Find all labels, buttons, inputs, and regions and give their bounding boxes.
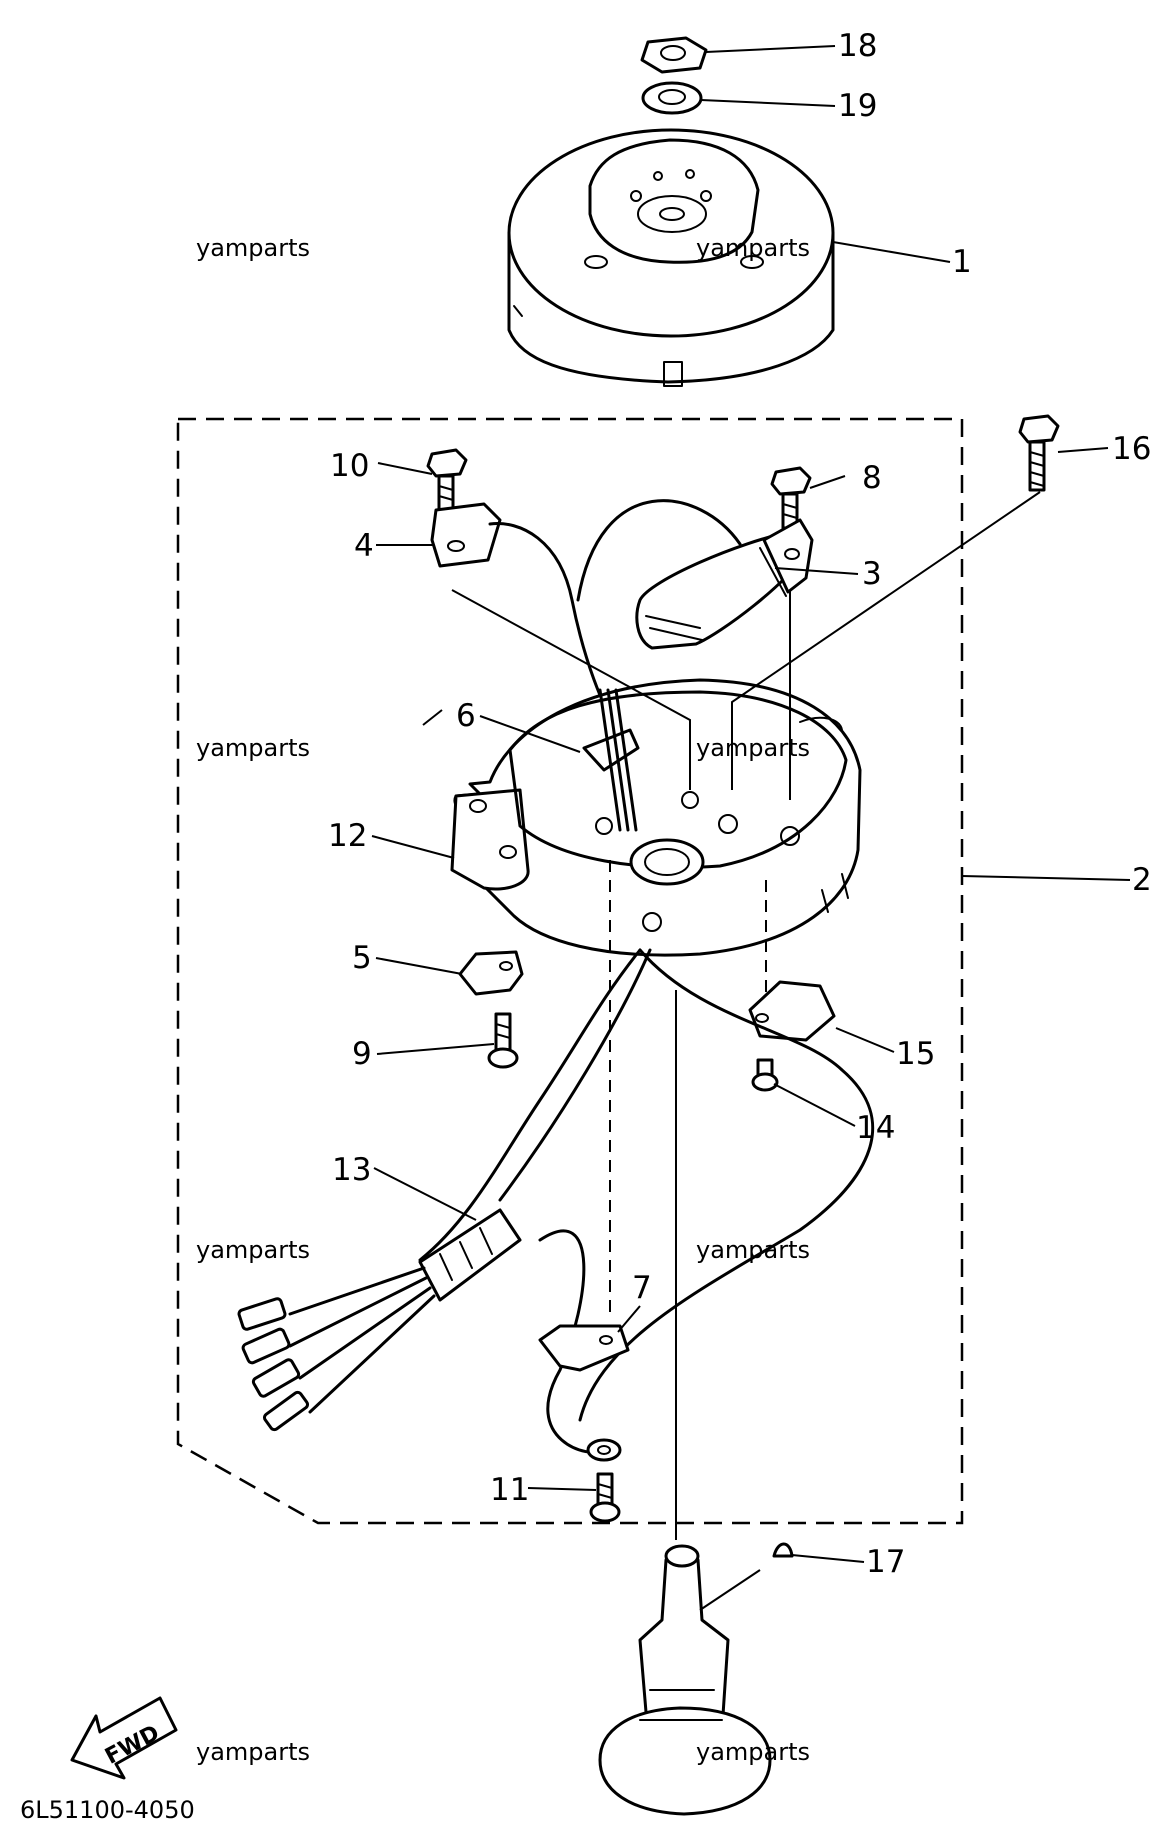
part-4-clamp[interactable] (430, 502, 502, 568)
callout-11: 11 (490, 1472, 529, 1508)
watermark-text: yamparts (696, 734, 810, 762)
part-1-flywheel[interactable] (507, 128, 835, 387)
part-15-clamp[interactable] (748, 980, 836, 1042)
part-11-screw[interactable] (589, 1472, 621, 1523)
watermark-text: yamparts (196, 234, 310, 262)
part-17-woodruff-key[interactable] (772, 1542, 794, 1558)
callout-13: 13 (332, 1152, 371, 1188)
callout-16: 16 (1112, 431, 1151, 467)
part-9-screw[interactable] (487, 1012, 519, 1069)
callout-15: 15 (896, 1036, 935, 1072)
part-10-screw[interactable] (426, 448, 468, 512)
callout-12: 12 (328, 818, 367, 854)
callout-6: 6 (456, 698, 476, 734)
part-7-bracket[interactable] (538, 1324, 630, 1372)
wire-ground (578, 948, 875, 1422)
part-3-pulser-coil[interactable] (635, 518, 814, 650)
part-12-leader (422, 709, 443, 726)
callout-leaders (371, 45, 1131, 1611)
crankshaft-end (598, 1544, 772, 1816)
callout-10: 10 (330, 448, 369, 484)
ground-terminal (586, 1438, 622, 1462)
callout-14: 14 (856, 1110, 895, 1146)
part-5-bracket[interactable] (458, 950, 524, 996)
callout-numbers: 18 19 1 16 10 8 4 3 6 12 2 5 9 15 14 13 … (328, 28, 1152, 1580)
alignment-lines (451, 491, 1041, 1540)
watermark-text: yamparts (696, 1738, 810, 1766)
callout-4: 4 (354, 528, 374, 564)
part-2-stator-base[interactable] (450, 678, 862, 957)
watermark-text: yamparts (696, 1236, 810, 1264)
watermark-text: yamparts (196, 1738, 310, 1766)
wire-loop-low (538, 1229, 606, 1454)
wire-loop (576, 499, 742, 602)
part-14-screw[interactable] (751, 1058, 779, 1092)
callout-1: 1 (952, 244, 972, 280)
part-16-bolt[interactable] (1018, 414, 1060, 492)
assembly-boundary (176, 417, 964, 1525)
part-8-screw[interactable] (770, 466, 812, 530)
wire-harness-branch (498, 948, 652, 1202)
drawing-code: 6L51100-4050 (20, 1796, 195, 1824)
callout-5: 5 (352, 940, 372, 976)
callout-19: 19 (838, 88, 877, 124)
fwd-direction-arrow: FWD (70, 1696, 178, 1780)
watermarks: yamparts yamparts yamparts yamparts yamp… (196, 234, 810, 1766)
wire-harness-main (418, 948, 642, 1262)
callout-9: 9 (352, 1036, 372, 1072)
watermark-text: yamparts (696, 234, 810, 262)
callout-2: 2 (1132, 862, 1152, 898)
callout-3: 3 (862, 556, 882, 592)
part-18-nut[interactable] (640, 36, 708, 74)
part-19-washer[interactable] (641, 81, 703, 115)
callout-17: 17 (866, 1544, 905, 1580)
callout-8: 8 (862, 460, 882, 496)
watermark-text: yamparts (196, 1236, 310, 1264)
callout-18: 18 (838, 28, 877, 64)
watermark-text: yamparts (196, 734, 310, 762)
part-13-wire-harness[interactable] (237, 1208, 522, 1432)
wire-bundle-into-base (598, 688, 638, 832)
callout-7: 7 (632, 1270, 652, 1306)
